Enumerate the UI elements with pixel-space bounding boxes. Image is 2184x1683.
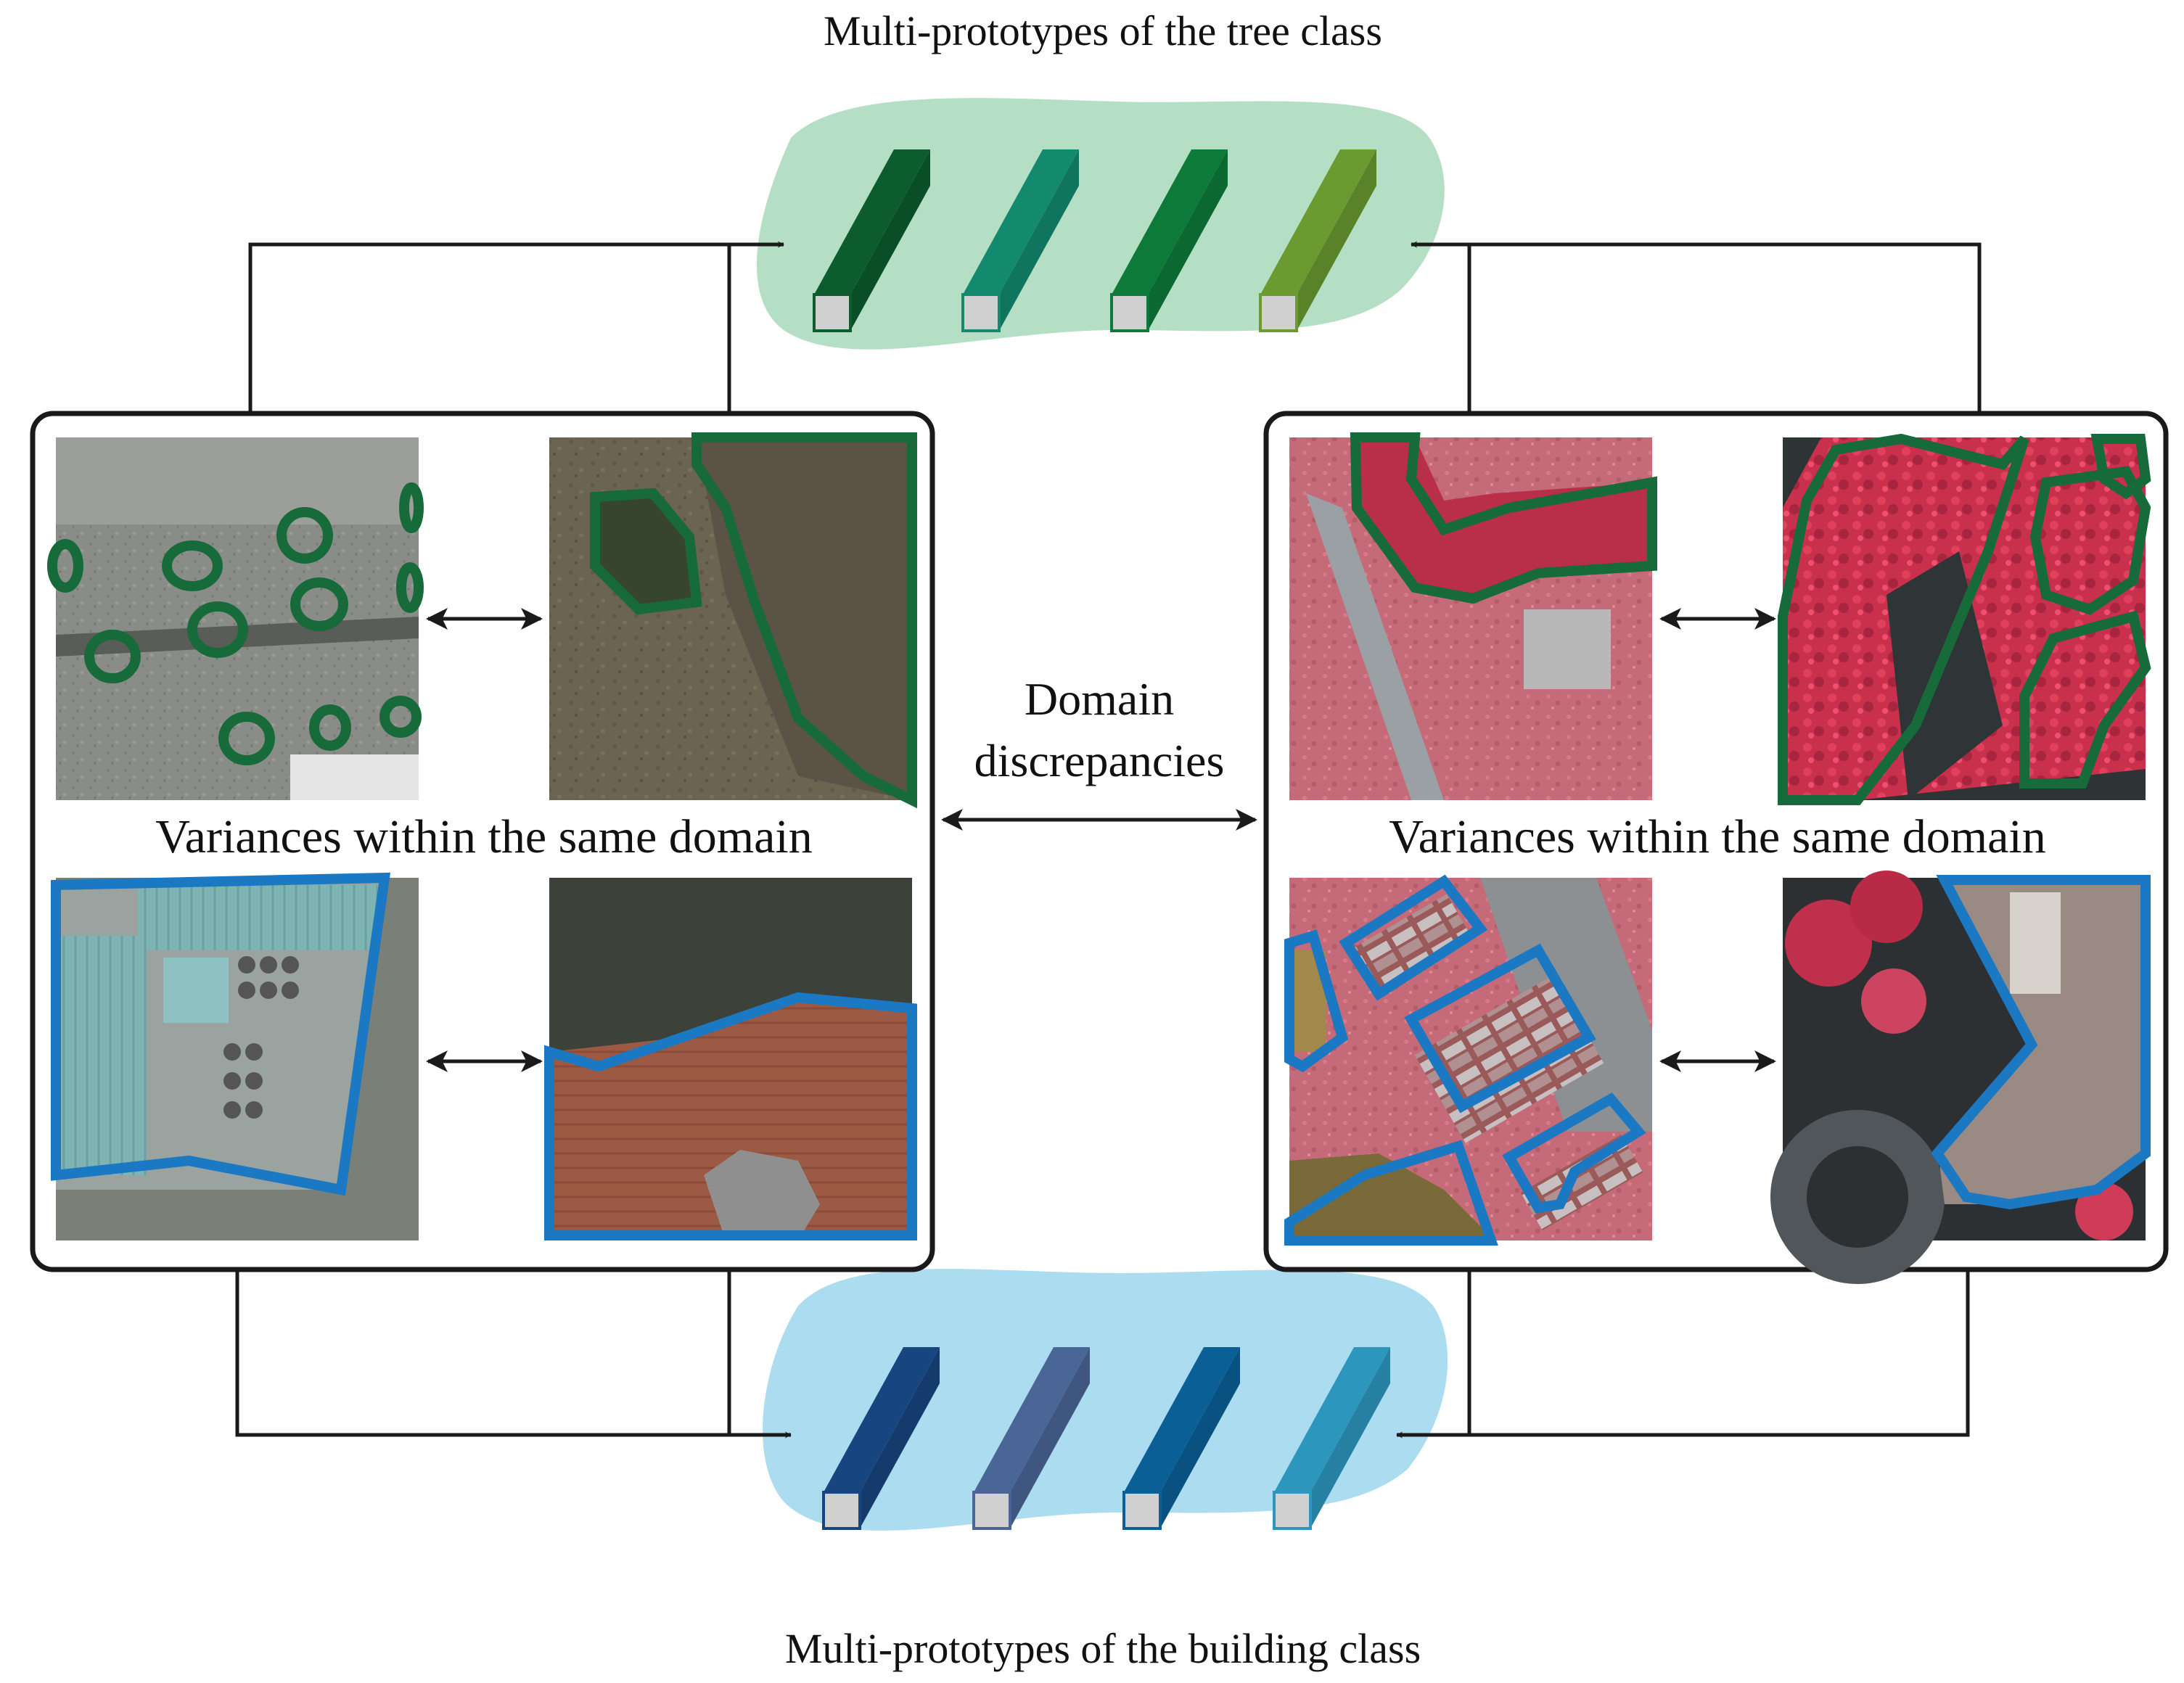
right-building-image-1: [1284, 874, 1652, 1246]
tree-prototype-bars: [813, 149, 1376, 332]
connector-right-to-tree: [1467, 242, 1982, 413]
connector-right-to-building: [1467, 1270, 1970, 1437]
right-building-image-2: [1770, 871, 2151, 1284]
left-building-image-2: [544, 878, 917, 1240]
building-prototype-bars: [822, 1347, 1390, 1530]
building-prototype-4: [1273, 1347, 1390, 1530]
right-tree-image-2: [1778, 433, 2151, 805]
left-building-image-1: [51, 872, 419, 1240]
building-prototype-3: [1122, 1347, 1240, 1530]
right-variance-label: Variances within the same domain: [1389, 810, 2045, 863]
domain-discrepancy-label-line1: Domain: [1025, 673, 1174, 725]
building-prototype-1: [822, 1347, 940, 1530]
left-tree-image-2: [549, 432, 917, 809]
tree-prototype-group: [756, 98, 1445, 350]
right-tree-image-1: [1289, 432, 1657, 800]
tree-prototype-title: Multi-prototypes of the tree class: [824, 7, 1382, 54]
left-tree-image-1: [47, 437, 424, 800]
left-variance-label: Variances within the same domain: [155, 810, 812, 863]
connector-left-to-tree: [248, 242, 731, 413]
connector-left-to-building: [235, 1270, 731, 1437]
tree-prototype-4: [1259, 149, 1376, 332]
right-domain-panel: [1263, 411, 2169, 1284]
right-panel-frame: [1263, 411, 2169, 1272]
tree-prototype-3: [1110, 149, 1228, 332]
building-prototype-blob: [763, 1269, 1448, 1531]
building-prototype-title: Multi-prototypes of the building class: [785, 1625, 1421, 1672]
tree-prototype-2: [961, 149, 1079, 332]
connector-lines: [235, 241, 1982, 1439]
building-prototype-group: [763, 1269, 1448, 1531]
left-panel-frame: [30, 411, 935, 1272]
tree-prototype-1: [813, 149, 930, 332]
domain-discrepancy-label-line2: discrepancies: [974, 735, 1225, 786]
left-domain-panel: [30, 411, 935, 1272]
building-prototype-2: [972, 1347, 1090, 1530]
